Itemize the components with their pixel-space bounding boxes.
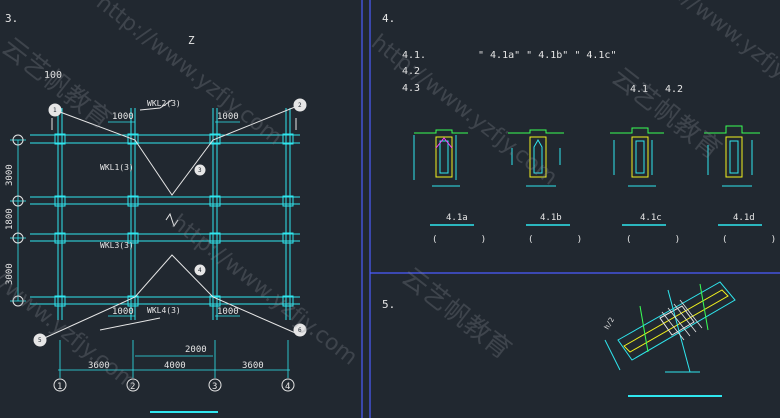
tag-4: 4 [198, 267, 202, 274]
section-3: 3. Z 100 [5, 12, 307, 392]
detail-caption-4-1d: 4.1d [733, 213, 755, 223]
dim-vertical-2: 1800 [5, 208, 15, 230]
section-3-scale: 100 [44, 70, 62, 81]
section-4-number: 4. [382, 12, 395, 25]
beam-label-wkl3: WKL3(3) [100, 241, 134, 250]
detail-paren-a: ( ) [432, 235, 486, 245]
dim-2000: 2000 [185, 345, 207, 355]
columns [54, 133, 294, 307]
detail-paren-d: ( ) [722, 235, 776, 245]
tag-circles [33, 98, 307, 347]
break-mark [165, 212, 179, 228]
tag-3: 3 [198, 167, 202, 174]
detail-4-1a [413, 129, 468, 187]
dim-horizontal-2: 4000 [164, 361, 186, 371]
section-5: 5. h/2 [382, 281, 736, 397]
dim-vertical-1: 3000 [5, 164, 15, 186]
section-3-number: 3. [5, 12, 18, 25]
detail-paren-c: ( ) [626, 235, 680, 245]
frame-lines [361, 0, 780, 418]
section-4-item-2: 4.2 [402, 66, 420, 77]
section-4-item-3: 4.3 [402, 83, 420, 94]
dim-horizontal-3: 3600 [242, 361, 264, 371]
beam-label-wkl4: WKL4(3) [147, 306, 181, 315]
detail-caption-4-1c: 4.1c [640, 213, 662, 223]
tag-6: 6 [298, 327, 302, 334]
axis-3: 3 [212, 382, 217, 392]
detail-caption-4-1a: 4.1a [446, 213, 468, 223]
section-4: 4. " 4.1a" " 4.1b" " 4.1c" 4.1. 4.2 4.3 … [382, 12, 776, 245]
detail-paren-b: ( ) [528, 235, 582, 245]
section-4-heading: " 4.1a" " 4.1b" " 4.1c" [478, 50, 616, 61]
dim-vertical-3: 3000 [5, 263, 15, 285]
beam-label-wkl1: WKL1(3) [100, 163, 134, 172]
detail-4-1c [610, 127, 664, 187]
beam-label-wkl2: WKL2(3) [147, 99, 181, 108]
watermark-brand-2: 云艺帆教育 [606, 62, 727, 166]
section-5-h-label: h/2 [603, 316, 616, 331]
dim-top-left: 1000 [112, 112, 134, 122]
grid-lines [30, 108, 300, 320]
watermark-brand-3: 云艺帆教育 [396, 262, 517, 366]
dim-horizontal-1: 3600 [88, 361, 110, 371]
axis-4: 4 [285, 382, 290, 392]
section-3-title: Z [188, 34, 195, 47]
inclined-beam [604, 281, 736, 373]
tag-2: 2 [298, 102, 302, 109]
dim-top-right: 1000 [217, 112, 239, 122]
tag-5: 5 [38, 337, 42, 344]
tag-1: 1 [53, 107, 57, 114]
dim-bottom-left: 1000 [112, 307, 134, 317]
section-4-right-label-1: 4.1 [630, 84, 648, 95]
axis-2: 2 [130, 382, 135, 392]
watermark-url-1: http://www.yzfjy.com [91, 0, 287, 150]
detail-4-1b [508, 129, 564, 187]
detail-caption-4-1b: 4.1b [540, 213, 562, 223]
section-4-item-1: 4.1. [402, 50, 426, 61]
watermarks: http://www.yzfjy.com http://www.yzfjy.co… [0, 0, 780, 395]
section-5-number: 5. [382, 298, 395, 311]
section-4-right-label-2: 4.2 [665, 84, 683, 95]
dim-bottom-right: 1000 [217, 307, 239, 317]
detail-4-1d [704, 125, 760, 187]
axis-1: 1 [57, 382, 62, 392]
